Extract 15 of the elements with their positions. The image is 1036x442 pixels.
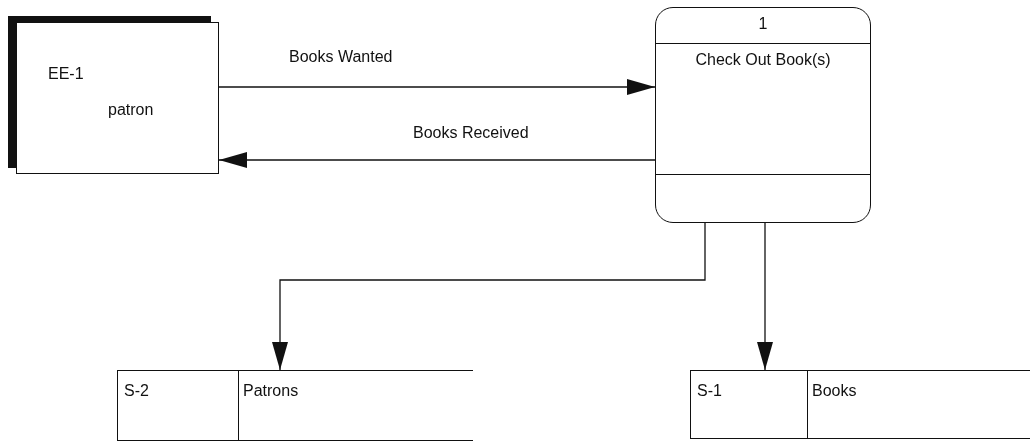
arrow	[218, 79, 656, 95]
store-name: Patrons	[243, 382, 299, 400]
entity-id: EE-1	[48, 65, 84, 83]
process-box	[655, 7, 871, 223]
data-store	[690, 370, 1030, 439]
store-id: S-1	[697, 382, 722, 400]
arrow	[757, 222, 773, 371]
arrow	[272, 222, 706, 371]
entity-name: patron	[108, 101, 154, 119]
store-id: S-2	[124, 382, 149, 400]
store-name: Books	[812, 382, 857, 400]
data-store	[117, 370, 473, 441]
process-name: Check Out Book(s)	[694, 51, 832, 69]
arrow	[218, 152, 656, 168]
process-number: 1	[757, 15, 769, 33]
